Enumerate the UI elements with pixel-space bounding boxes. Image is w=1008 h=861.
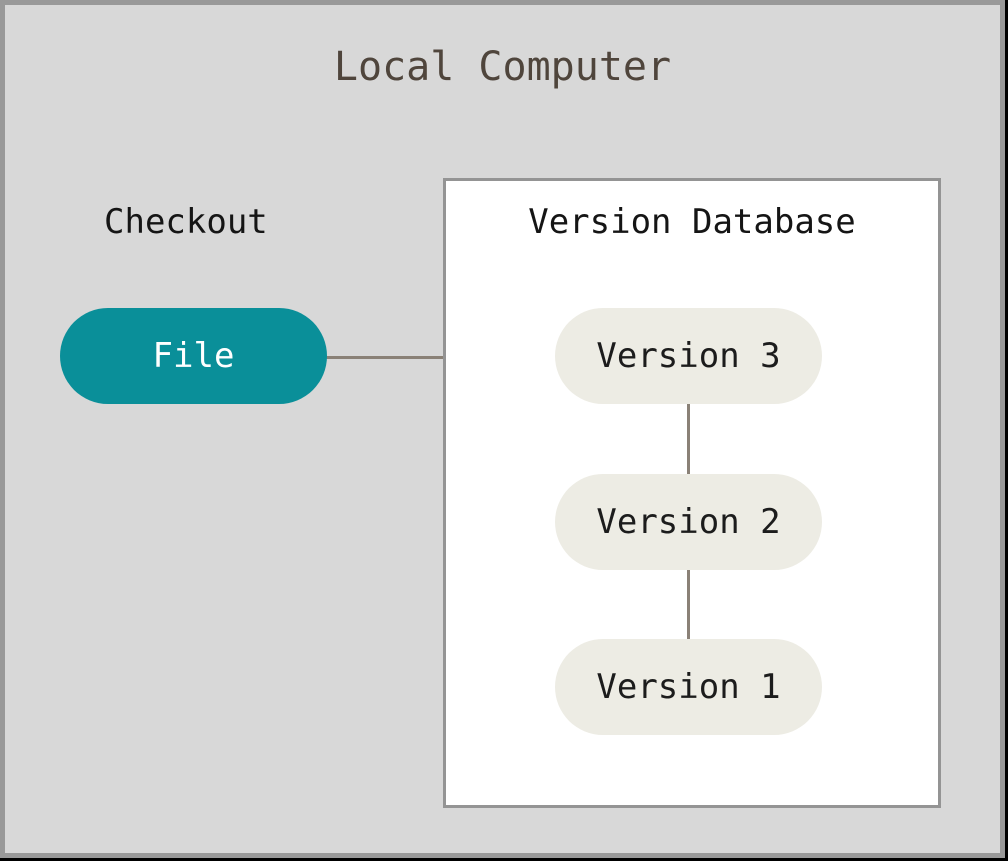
version1-node-label: Version 1 [596, 667, 781, 707]
version1-node: Version 1 [555, 639, 822, 735]
file-to-version3-connector [325, 356, 556, 359]
checkout-label: Checkout [104, 202, 268, 242]
version3-node-label: Version 3 [596, 336, 781, 376]
version2-node-label: Version 2 [596, 502, 781, 542]
version2-node: Version 2 [555, 474, 822, 570]
version2-to-version1-connector [687, 570, 690, 639]
version3-to-version2-connector [687, 404, 690, 474]
diagram-title: Local Computer [333, 44, 672, 90]
version3-node: Version 3 [555, 308, 822, 404]
version-database-title: Version Database [528, 202, 856, 242]
file-node-label: File [152, 336, 235, 376]
file-node: File [60, 308, 327, 404]
